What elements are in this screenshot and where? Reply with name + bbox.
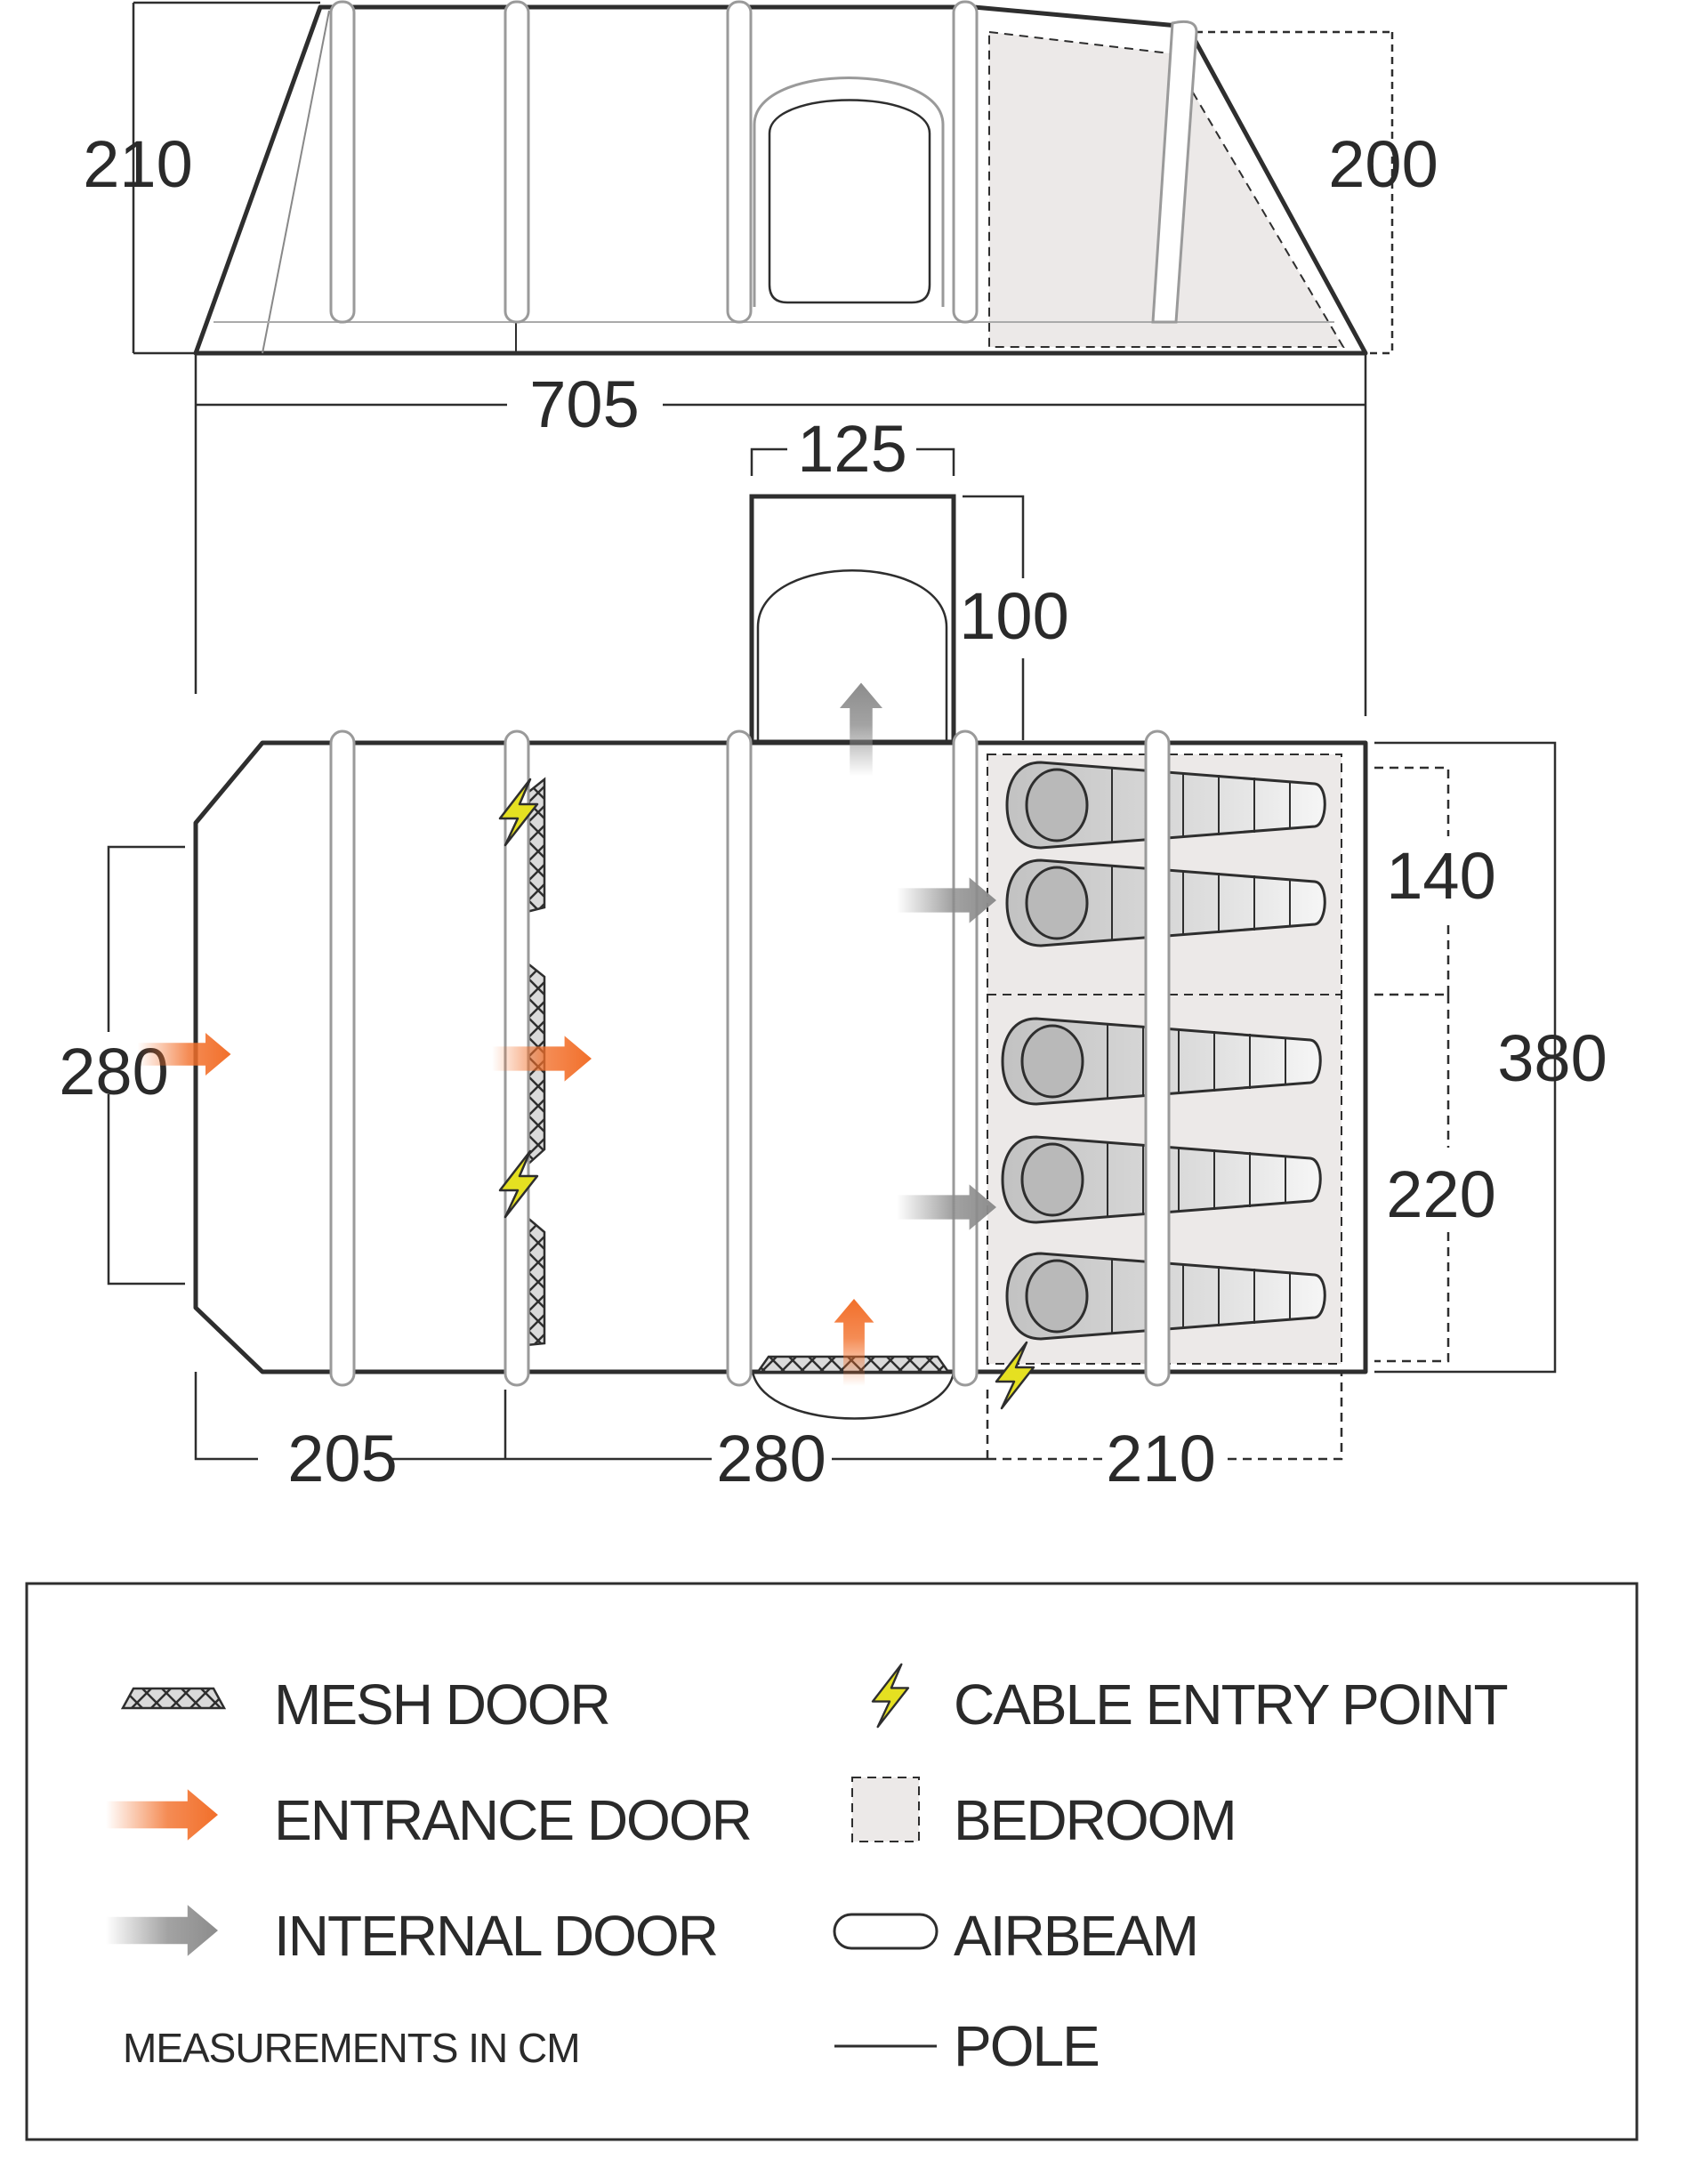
section-2-length-label: 280 [716, 1422, 826, 1495]
side-door-arch [753, 77, 945, 307]
total-width-label: 380 [1497, 1021, 1607, 1095]
legend-internal-door-label: INTERNAL DOOR [274, 1904, 717, 1968]
side-view: 210 200 705 [83, 0, 1438, 716]
airbeam-icon [833, 1913, 939, 1950]
legend-cable-entry-label: CABLE ENTRY POINT [954, 1672, 1508, 1737]
section-1-length-label: 205 [287, 1422, 397, 1495]
side-height-right-label: 200 [1328, 127, 1438, 201]
bedroom-b-label: 220 [1386, 1157, 1495, 1231]
floor-plan: 125 100 280 140 220 380 [59, 412, 1607, 1495]
porch-width-label: 125 [797, 412, 906, 486]
measurements-note: MEASUREMENTS IN CM [123, 2025, 580, 2071]
bedroom-icon [851, 1777, 920, 1842]
legend-pole-label: POLE [954, 2014, 1099, 2078]
legend-mesh-door-label: MESH DOOR [274, 1672, 609, 1737]
legend-bedroom-label: BEDROOM [954, 1788, 1236, 1852]
legend-airbeam-label: AIRBEAM [954, 1904, 1197, 1968]
legend-entrance-door-label: ENTRANCE DOOR [274, 1788, 751, 1852]
section-3-length-label: 210 [1106, 1422, 1215, 1495]
legend: MESH DOOR CABLE ENTRY POINT ENTRANCE DOO… [25, 1582, 1639, 2141]
side-length-label: 705 [529, 367, 639, 441]
side-height-left-label: 210 [83, 127, 192, 201]
mesh-door-icon [120, 1687, 227, 1710]
bedroom-a-label: 140 [1386, 839, 1495, 913]
side-airbeams [329, 0, 1198, 324]
legend-box [25, 1582, 1639, 2141]
porch-depth-label: 100 [959, 579, 1068, 653]
